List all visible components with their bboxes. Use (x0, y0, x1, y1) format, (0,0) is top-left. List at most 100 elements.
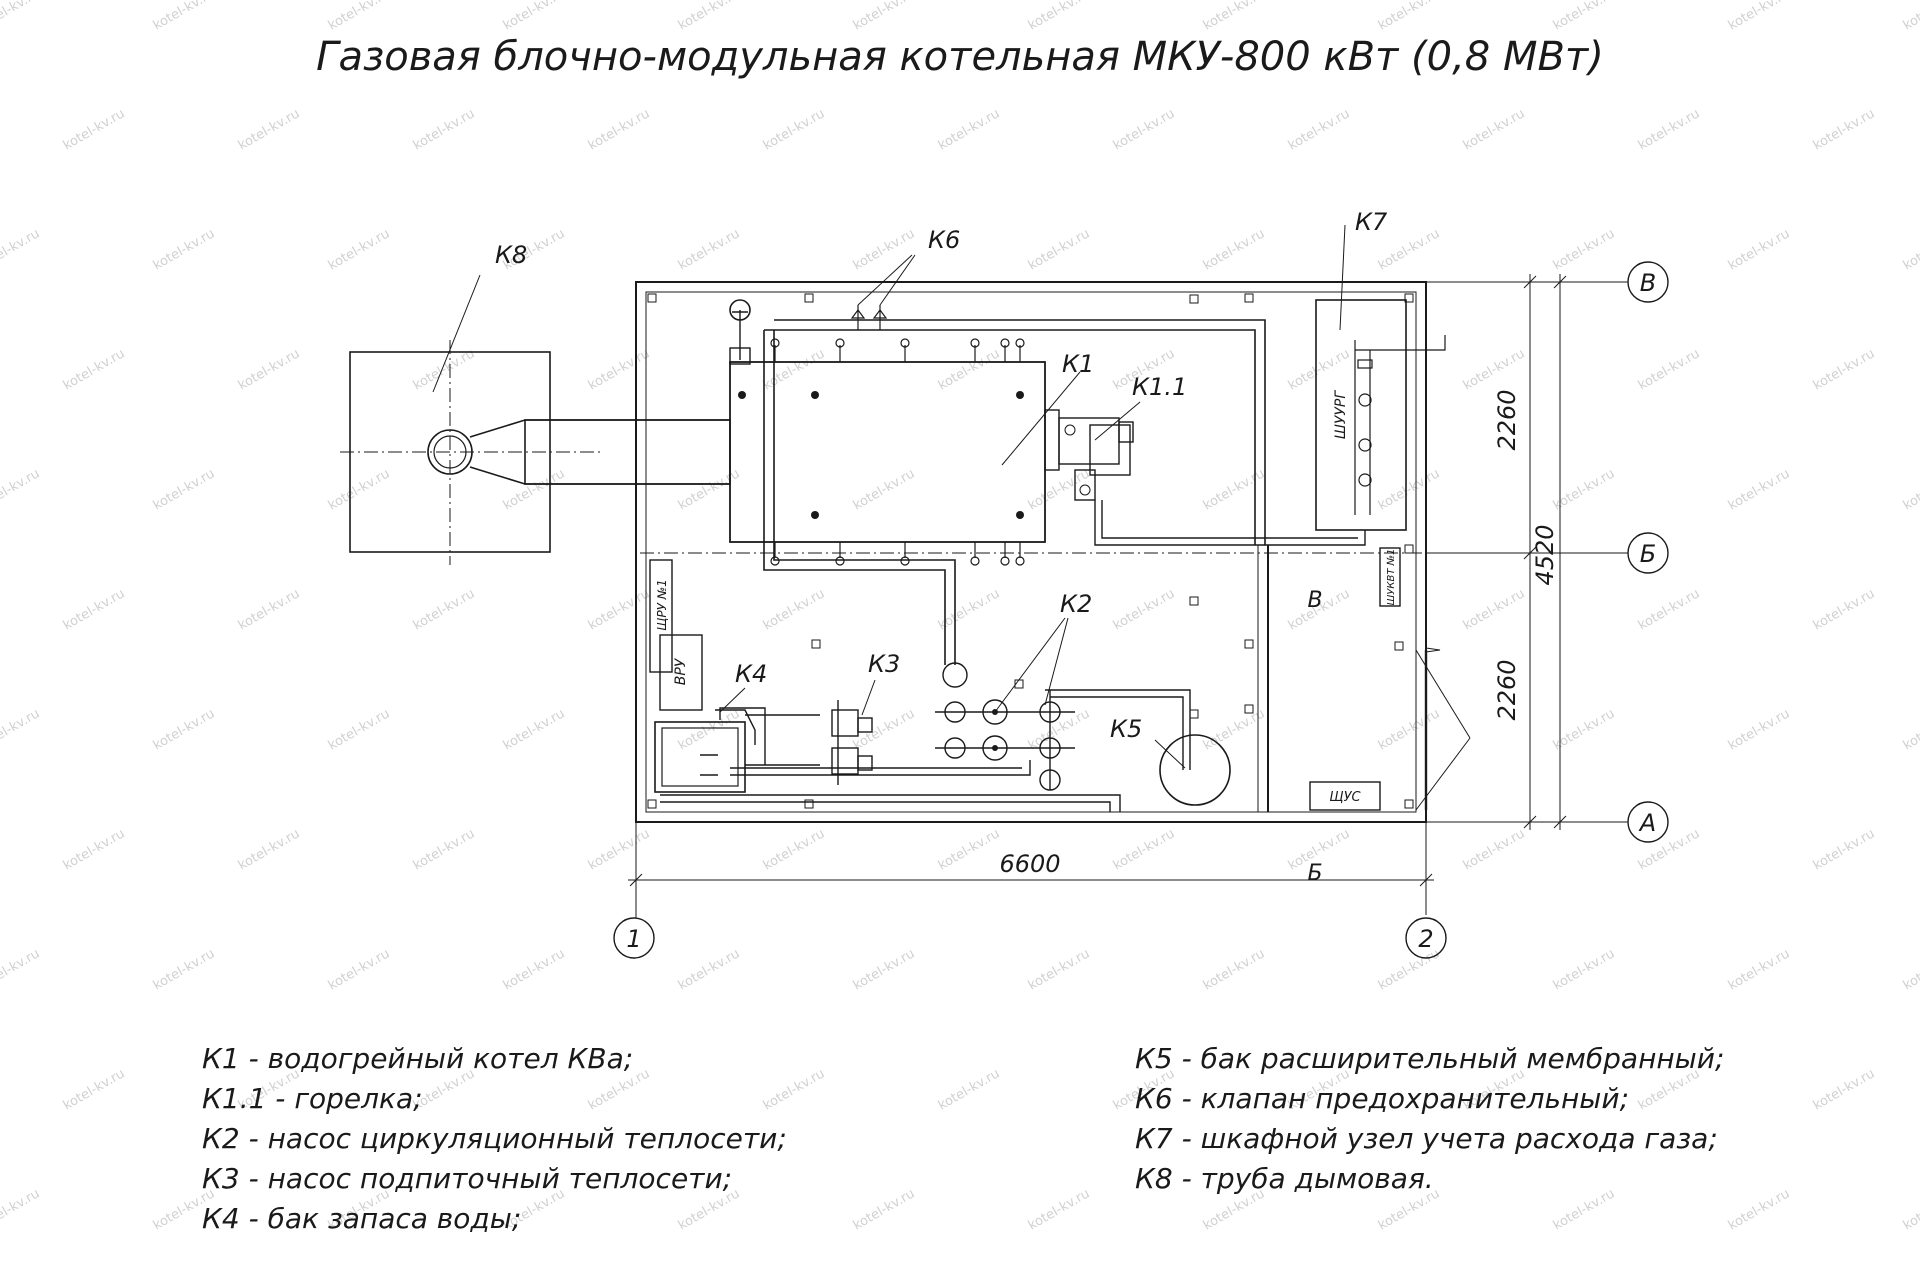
watermark-text: kotel-kv.ru (1726, 706, 1793, 753)
watermark-text: kotel-kv.ru (586, 106, 653, 153)
safety-valves-k6 (850, 254, 916, 330)
watermark-text: kotel-kv.ru (326, 0, 393, 33)
gas-metering-cabinet-k7 (1315, 224, 1446, 531)
label-k6: К6 (928, 226, 960, 254)
watermark-text: kotel-kv.ru (501, 946, 568, 993)
watermark-text: kotel-kv.ru (676, 706, 743, 753)
legend-item: К7 - шкафной узел учета расхода газа; (1135, 1122, 1718, 1155)
watermark-text: kotel-kv.ru (1726, 226, 1793, 273)
watermark-text: kotel-kv.ru (411, 826, 478, 873)
watermark-text: kotel-kv.ru (236, 586, 303, 633)
dimension-width: 6600 (999, 850, 1060, 878)
watermark-text: kotel-kv.ru (936, 106, 1003, 153)
watermark-text: kotel-kv.ru (1726, 466, 1793, 513)
legend-item: К5 - бак расширительный мембранный; (1135, 1042, 1724, 1075)
watermark-text: kotel-kv.ru (586, 586, 653, 633)
watermark-text: kotel-kv.ru (501, 466, 568, 513)
watermark-text: kotel-kv.ru (1201, 946, 1268, 993)
dimension-height-total: 4520 (1531, 524, 1559, 585)
watermark-text: kotel-kv.ru (326, 226, 393, 273)
watermark-text: kotel-kv.ru (1111, 586, 1178, 633)
watermark-text: kotel-kv.ru (151, 706, 218, 753)
watermark-text: kotel-kv.ru (501, 706, 568, 753)
panel-shuurg: ШУУРГ (1333, 390, 1349, 439)
watermark-text: kotel-kv.ru (1636, 106, 1703, 153)
legend-item: К2 - насос циркуляционный теплосети; (202, 1122, 787, 1155)
watermark-text: kotel-kv.ru (676, 466, 743, 513)
expansion-tank-k5 (1154, 734, 1231, 806)
label-k4: К4 (735, 660, 767, 688)
room-label: В (1307, 588, 1322, 613)
watermark-text: kotel-kv.ru (1461, 586, 1528, 633)
legend-item: К3 - насос подпиточный теплосети; (202, 1162, 732, 1195)
legend-item: К1.1 - горелка; (202, 1082, 423, 1115)
watermark-text: kotel-kv.ru (326, 706, 393, 753)
watermark-text: kotel-kv.ru (1551, 1186, 1618, 1233)
watermark-text: kotel-kv.ru (851, 1186, 918, 1233)
watermark-text: kotel-kv.ru (1111, 106, 1178, 153)
burner-k1-1 (1044, 401, 1141, 501)
watermark-text: kotel-kv.ru (936, 826, 1003, 873)
watermark-text: kotel-kv.ru (1286, 346, 1353, 393)
axis-label-top: В (1640, 269, 1656, 297)
watermark-text: kotel-kv.ru (236, 106, 303, 153)
watermark-text: kotel-kv.ru (851, 706, 918, 753)
watermark-text: kotel-kv.ru (1026, 466, 1093, 513)
watermark-text: kotel-kv.ru (0, 466, 42, 513)
watermark-text: kotel-kv.ru (1811, 826, 1878, 873)
watermark-text: kotel-kv.ru (61, 586, 128, 633)
watermark-text: kotel-kv.ru (761, 346, 828, 393)
watermark-text: kotel-kv.ru (0, 0, 42, 33)
watermark-text: kotel-kv.ru (761, 826, 828, 873)
watermark-text: kotel-kv.ru (1726, 1186, 1793, 1233)
dimension-lines (628, 274, 1595, 915)
legend-item: К1 - водогрейный котел КВа; (202, 1042, 633, 1075)
watermark-text: kotel-kv.ru (851, 466, 918, 513)
watermark-text: kotel-kv.ru (1286, 106, 1353, 153)
watermark-text: kotel-kv.ru (936, 1066, 1003, 1113)
panel-shchukvt: ШУКВТ №1 (1386, 549, 1397, 606)
watermark-text: kotel-kv.ru (1551, 0, 1618, 33)
chimney-k8 (340, 274, 731, 565)
watermark-text: kotel-kv.ru (1551, 946, 1618, 993)
watermark-text: kotel-kv.ru (0, 1186, 42, 1233)
label-k7: К7 (1355, 208, 1388, 236)
electrical-panels (649, 547, 1401, 811)
axis-label-middle: Б (1640, 540, 1656, 568)
watermark-text: kotel-kv.ru (1551, 706, 1618, 753)
drawing-title: Газовая блочно-модульная котельная МКУ-8… (316, 34, 1604, 80)
watermark-text: kotel-kv.ru (1026, 946, 1093, 993)
axis-label-1: 1 (626, 925, 641, 953)
legend-item: К8 - труба дымовая. (1135, 1162, 1434, 1195)
watermark-text: kotel-kv.ru (1026, 1186, 1093, 1233)
watermark-text: kotel-kv.ru (411, 586, 478, 633)
building-outline (635, 281, 1590, 823)
dimension-height-upper: 2260 (1493, 389, 1521, 450)
watermark-text: kotel-kv.ru (0, 706, 42, 753)
pipework (660, 299, 1366, 812)
watermark-text: kotel-kv.ru (1901, 226, 1920, 273)
watermark-text: kotel-kv.ru (1201, 466, 1268, 513)
watermark-text: kotel-kv.ru (1201, 226, 1268, 273)
watermark-text: kotel-kv.ru (1636, 346, 1703, 393)
watermark-text: kotel-kv.ru (761, 106, 828, 153)
watermark-text: kotel-kv.ru (0, 946, 42, 993)
watermark-text: kotel-kv.ru (1811, 1066, 1878, 1113)
watermark-text: kotel-kv.ru (236, 346, 303, 393)
axis-label-bottom: А (1638, 809, 1656, 837)
watermark-text: kotel-kv.ru (151, 946, 218, 993)
watermark-text: kotel-kv.ru (1461, 106, 1528, 153)
watermark-text: kotel-kv.ru (1461, 346, 1528, 393)
watermark-text: kotel-kv.ru (151, 466, 218, 513)
legend-item: К4 - бак запаса воды; (202, 1202, 521, 1235)
watermark-text: kotel-kv.ru (1901, 706, 1920, 753)
watermark-text: kotel-kv.ru (61, 1066, 128, 1113)
legend-right: К5 - бак расширительный мембранный; К6 -… (1135, 1042, 1724, 1195)
watermark-text: kotel-kv.ru (1636, 586, 1703, 633)
water-tank-k4 (654, 687, 766, 793)
watermark-text: kotel-kv.ru (1901, 1186, 1920, 1233)
watermark-text: kotel-kv.ru (236, 826, 303, 873)
watermark-text: kotel-kv.ru (1551, 226, 1618, 273)
label-k2: К2 (1060, 590, 1092, 618)
